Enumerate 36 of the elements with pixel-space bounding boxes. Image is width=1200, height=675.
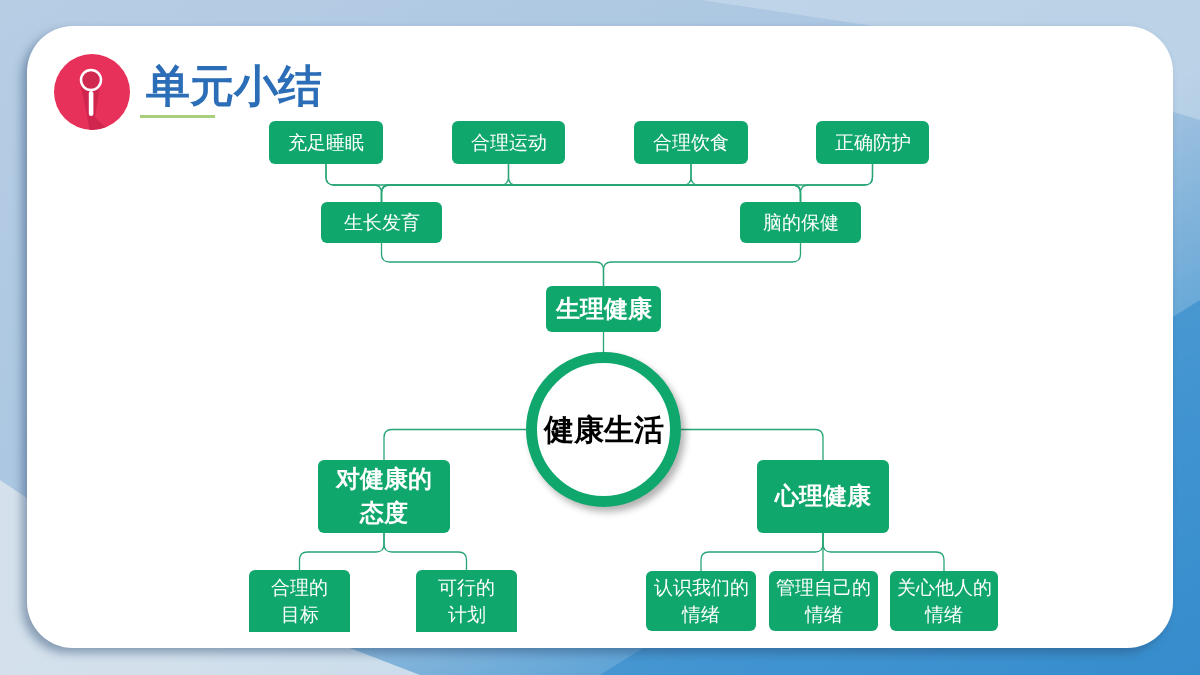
topic-label: 合理饮食 xyxy=(653,131,729,154)
topic-box xyxy=(249,570,350,632)
topic-box xyxy=(452,121,565,164)
topic-label: 充足睡眠 xyxy=(288,131,364,154)
connector-line xyxy=(680,428,824,461)
title: 单元小结 xyxy=(146,59,322,113)
topic-label: 心理健康 xyxy=(775,480,871,512)
topic-label: 生长发育 xyxy=(343,211,420,234)
topic-label: 合理运动 xyxy=(470,131,547,154)
topic-box xyxy=(546,286,661,332)
topic-box xyxy=(646,571,756,631)
topic-label: 生理健康 xyxy=(555,294,652,324)
topic-box xyxy=(757,460,889,533)
topic-label: 正确防护 xyxy=(834,131,911,154)
topic-box xyxy=(269,121,383,164)
topic-box xyxy=(318,460,450,533)
connector-line xyxy=(383,532,468,571)
connector-line xyxy=(602,242,802,287)
connector-line xyxy=(822,532,945,572)
topic-label: 合理的目标 xyxy=(270,575,329,627)
connector-line xyxy=(799,163,874,203)
topic-box xyxy=(416,570,517,632)
topic-box xyxy=(816,121,929,164)
topic-box xyxy=(321,202,442,243)
central-label: 健康生活 xyxy=(543,411,664,448)
topic-label: 对健康的态度 xyxy=(334,463,433,529)
connector-line xyxy=(383,428,527,461)
topic-label: 脑的保健 xyxy=(762,211,839,234)
connector-line xyxy=(602,331,605,353)
topic-box xyxy=(740,202,861,243)
topic-label: 认识我们的情绪 xyxy=(652,575,750,627)
topic-label: 管理自己的情绪 xyxy=(775,575,872,627)
topic-label: 关心他人的情绪 xyxy=(895,575,993,627)
topic-box xyxy=(634,121,748,164)
topic-label: 可行的计划 xyxy=(437,575,496,627)
topic-box xyxy=(769,571,878,631)
